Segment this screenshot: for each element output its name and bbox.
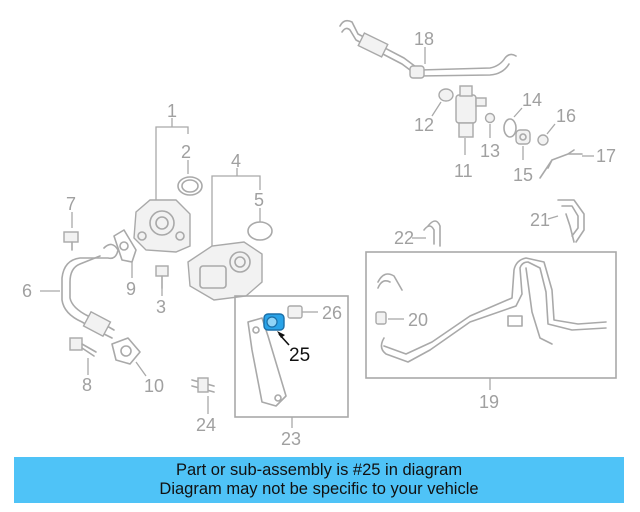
- callout-4[interactable]: 4: [231, 151, 241, 171]
- callout-labels: 1 2 3 4 5 6 7 8 9 10 11 12 13 14 15 16 1…: [22, 29, 616, 449]
- part-10-gasket: [111, 337, 147, 377]
- part-3-bolt: [155, 265, 169, 296]
- part-21-pipe: [547, 199, 585, 243]
- part-2-gasket: [177, 160, 203, 196]
- part-8-bolt: [69, 337, 97, 375]
- callout-13[interactable]: 13: [480, 141, 500, 161]
- callout-12[interactable]: 12: [414, 115, 434, 135]
- part-13-fitting: [484, 112, 496, 138]
- part-6-pipe: [40, 243, 119, 339]
- callout-21[interactable]: 21: [530, 210, 550, 230]
- part-15-bushing: [515, 129, 531, 160]
- callout-8[interactable]: 8: [82, 375, 92, 395]
- part-26-plug: [287, 305, 318, 319]
- part-1-egr-valve: [133, 199, 191, 253]
- part-18-hose: [339, 19, 517, 79]
- callout-14[interactable]: 14: [522, 90, 542, 110]
- callout-15[interactable]: 15: [513, 165, 533, 185]
- part-23-bracket: [247, 317, 287, 407]
- callout-5[interactable]: 5: [254, 190, 264, 210]
- banner-line-1: Part or sub-assembly is #25 in diagram: [175, 461, 463, 479]
- part-20-clip: [375, 311, 404, 325]
- part-9-gasket: [113, 229, 137, 278]
- part-4-bracket: [211, 168, 261, 250]
- callout-20[interactable]: 20: [408, 310, 428, 330]
- callout-25[interactable]: 25: [289, 345, 310, 366]
- part-1-bracket: [155, 118, 189, 200]
- info-banner: Part or sub-assembly is #25 in diagram D…: [14, 457, 624, 503]
- group-19-box: [365, 251, 617, 390]
- part-22-hose: [412, 220, 441, 247]
- callout-11[interactable]: 11: [454, 161, 473, 181]
- part-16-washer: [537, 123, 556, 146]
- part-5-ring: [247, 208, 273, 241]
- callout-2[interactable]: 2: [181, 142, 191, 162]
- part-17-bracket: [539, 149, 594, 179]
- callout-24[interactable]: 24: [196, 415, 216, 435]
- banner-line-2: Diagram may not be specific to your vehi…: [159, 480, 479, 498]
- part-14-ring: [503, 107, 523, 138]
- part-12-cap: [431, 88, 454, 117]
- callout-7[interactable]: 7: [66, 194, 76, 214]
- part-7-bolt: [63, 212, 79, 251]
- callout-10[interactable]: 10: [144, 376, 164, 396]
- callout-23[interactable]: 23: [281, 429, 301, 449]
- part-24-stud: [191, 377, 215, 414]
- callout-9[interactable]: 9: [126, 279, 136, 299]
- callout-22[interactable]: 22: [394, 228, 414, 248]
- part-19-lines: [377, 257, 607, 363]
- callout-3[interactable]: 3: [156, 297, 166, 317]
- callout-1[interactable]: 1: [167, 101, 177, 121]
- callout-16[interactable]: 16: [556, 106, 576, 126]
- callout-6[interactable]: 6: [22, 281, 32, 301]
- callout-19[interactable]: 19: [479, 392, 499, 412]
- part-11-valve: [455, 85, 487, 155]
- part-4-valve: [187, 241, 263, 301]
- callout-26[interactable]: 26: [322, 303, 342, 323]
- callout-18[interactable]: 18: [414, 29, 434, 49]
- group-23-box: [234, 295, 349, 428]
- callout-17[interactable]: 17: [596, 146, 616, 166]
- part-25-bushing[interactable]: [263, 313, 290, 346]
